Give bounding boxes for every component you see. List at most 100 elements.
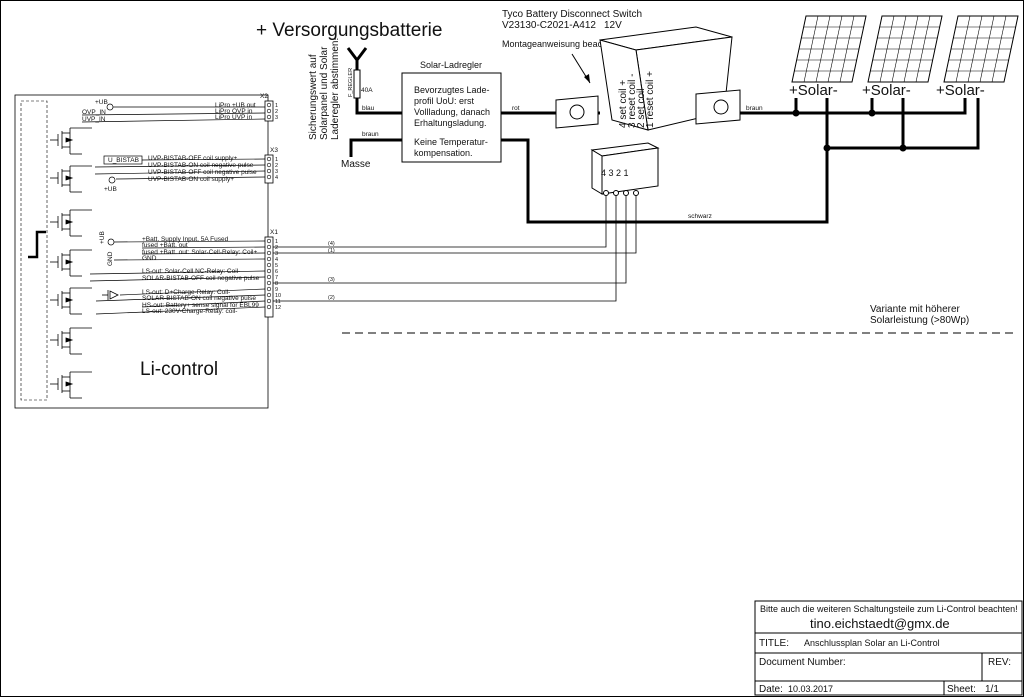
battery-title: + Versorgungsbatterie bbox=[256, 20, 442, 41]
coil-label-4: 4 set coil + bbox=[618, 80, 629, 128]
svg-text:12: 12 bbox=[275, 305, 281, 311]
x1-pin-3: fused +Batt. out: Solar-Cell-Relay: Coil… bbox=[142, 249, 257, 256]
x1-ub-terminal-icon bbox=[107, 238, 115, 246]
sheet-label: Sheet: bbox=[947, 684, 976, 695]
solar-panel-grid bbox=[794, 15, 1016, 83]
x2-pin-circles bbox=[266, 102, 272, 120]
x3-ub-label: +UB bbox=[104, 186, 117, 193]
svg-text:4: 4 bbox=[275, 257, 278, 263]
relay-note-arrowhead bbox=[584, 74, 590, 83]
masse-label: Masse bbox=[341, 159, 371, 170]
regulator-title: Solar-Ladregler bbox=[420, 60, 482, 70]
svg-text:1: 1 bbox=[275, 157, 278, 163]
x1-pin-6: LS-out: Solar-Cell NC-Relay: Coil- bbox=[142, 268, 240, 275]
regulator-line-4: Erhaltungsladung. bbox=[414, 118, 487, 128]
wire-blau bbox=[355, 98, 402, 115]
x1-pin-2: fused +Batt. out bbox=[142, 242, 188, 249]
x1-pin-1: +Batt. Supply Input, 5A Fused bbox=[142, 236, 229, 243]
solar-label-2: +Solar- bbox=[862, 82, 911, 99]
regulator-line-6: kompensation. bbox=[414, 148, 473, 158]
title-block bbox=[754, 600, 1023, 696]
x1-label: X1 bbox=[270, 229, 278, 236]
svg-text:8: 8 bbox=[275, 281, 278, 287]
title-value: Anschlussplan Solar an Li-Control bbox=[804, 638, 940, 648]
coil-label-1: 1 reset coil + bbox=[645, 71, 656, 128]
relay-voltage: 12V bbox=[604, 20, 622, 31]
svg-text:6: 6 bbox=[275, 269, 278, 275]
mosfet-icon bbox=[50, 327, 92, 355]
wire-label-1: (1) bbox=[328, 248, 335, 254]
fuse-note-1: Sicherungswert auf bbox=[308, 54, 319, 140]
coil-label-3: 3 reset coil - bbox=[627, 74, 638, 128]
title-block-email: tino.eichstaedt@gmx.de bbox=[810, 616, 950, 631]
svg-text:2: 2 bbox=[275, 245, 278, 251]
solar-regulator-box bbox=[401, 72, 502, 163]
junction-dot bbox=[823, 144, 831, 152]
svg-text:5: 5 bbox=[275, 263, 278, 269]
wire-label-2: (2) bbox=[328, 295, 335, 301]
x2-label: X2 bbox=[260, 93, 268, 100]
mosfet-icon bbox=[50, 165, 92, 193]
svg-text:1: 1 bbox=[275, 103, 278, 109]
variant-note-1: Variante mit höherer bbox=[870, 304, 961, 315]
wire-braun-label-2: braun bbox=[746, 105, 763, 112]
junction-dot bbox=[792, 109, 800, 117]
connector-pins: 4 3 2 1 bbox=[601, 168, 629, 178]
junction-dot bbox=[899, 144, 907, 152]
x1-pin-10: SOLAR-BISTAB-ON coil negative pulse bbox=[142, 295, 256, 302]
svg-text:3: 3 bbox=[275, 115, 278, 121]
wire-blau-label: blau bbox=[362, 105, 375, 112]
relay-terminal-right bbox=[713, 99, 729, 115]
fuse-symbol bbox=[353, 69, 361, 99]
svg-text:3: 3 bbox=[275, 169, 278, 175]
mosfet-icon bbox=[50, 371, 92, 399]
relay-name: Tyco Battery Disconnect Switch bbox=[502, 9, 642, 20]
mosfet-array bbox=[50, 127, 92, 399]
wire-label-4: (4) bbox=[328, 241, 335, 247]
x1-gnd-label: GND bbox=[107, 251, 114, 266]
svg-text:2: 2 bbox=[275, 109, 278, 115]
u-bistab-label: U_BISTAB bbox=[108, 157, 139, 164]
x1-pin-11: HS-out: Battery+ sense signal for EBL99 bbox=[142, 302, 259, 309]
licontrol-label: Li-control bbox=[140, 359, 218, 380]
svg-text:7: 7 bbox=[275, 275, 278, 281]
variant-note-2: Solarleistung (>80Wp) bbox=[870, 315, 969, 326]
sheet-value: 1/1 bbox=[985, 684, 999, 695]
date-value: 10.03.2017 bbox=[788, 684, 833, 694]
mosfet-icon bbox=[50, 209, 92, 237]
licontrol-inner-dashed bbox=[20, 100, 48, 401]
x3-pin-1: UVP-BISTAB-OFF coil supply+ bbox=[148, 155, 237, 162]
x3-label: X3 bbox=[270, 147, 278, 154]
fuse-note-2: Solarpanel und Solar bbox=[319, 46, 330, 140]
battery-terminal-icon bbox=[346, 47, 368, 70]
x1-pin-4: GND bbox=[142, 255, 157, 262]
solar-label-1: +Solar- bbox=[789, 82, 838, 99]
title-block-note: Bitte auch die weiteren Schaltungsteile … bbox=[760, 604, 1018, 614]
ovp-in-label: OVP_IN bbox=[82, 109, 106, 116]
regulator-line-3: Vollladung, danach bbox=[414, 107, 490, 117]
uvp-in-label: UVP_IN bbox=[82, 116, 106, 123]
wire-rot-label: rot bbox=[512, 105, 520, 112]
regulator-line-2: profil UoU: erst bbox=[414, 96, 475, 106]
x3-pin-3: UVP-BISTAB-OFF coil negative pulse bbox=[148, 169, 257, 176]
svg-text:3: 3 bbox=[275, 251, 278, 257]
connector-pin-holes bbox=[603, 190, 639, 196]
pulse-symbol bbox=[28, 230, 46, 259]
mosfet-icon bbox=[50, 287, 92, 315]
wire-label-3: (3) bbox=[328, 277, 335, 283]
svg-text:9: 9 bbox=[275, 287, 278, 293]
x1-ub-label: +UB bbox=[99, 231, 106, 244]
x2-pin-1: LiPro +UB out bbox=[215, 102, 256, 109]
svg-text:10: 10 bbox=[275, 293, 281, 299]
svg-text:2: 2 bbox=[275, 163, 278, 169]
svg-text:4: 4 bbox=[275, 175, 278, 181]
regulator-line-5: Keine Temperatur- bbox=[414, 137, 488, 147]
x2-wire-3 bbox=[81, 118, 266, 123]
x3-pin-4: UVP-BISTAB-ON coil supply+ bbox=[148, 176, 234, 183]
relay-note: Montageanweisung beachten! bbox=[502, 39, 622, 49]
x3-ub-terminal-icon bbox=[108, 176, 116, 184]
docnum-label: Document Number: bbox=[759, 657, 846, 668]
